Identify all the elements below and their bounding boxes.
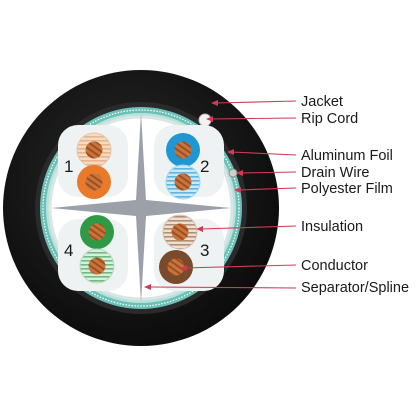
leader-separator-spline-arrowhead — [144, 284, 151, 290]
leader-rip-cord — [209, 117, 297, 120]
pair-number-3: 3 — [200, 241, 209, 260]
callout-drain-wire: Drain Wire — [301, 165, 369, 181]
shield-mesh-ring — [42, 109, 240, 307]
pair-3 — [159, 214, 198, 284]
leader-insulation — [199, 225, 297, 230]
pair-3-stripe-wire-conductor — [171, 223, 189, 241]
pair-4-stripe-wire-conductor — [88, 257, 106, 275]
callout-rip-cord: Rip Cord — [301, 111, 358, 127]
pair-1 — [76, 132, 112, 199]
leader-rip-cord-arrowhead — [206, 116, 213, 122]
pair-2-solid-wire-conductor — [174, 141, 192, 159]
leader-conductor — [183, 264, 297, 269]
leader-drain-wire — [239, 171, 297, 174]
pair-4 — [79, 215, 115, 284]
leader-separator-spline — [147, 286, 297, 289]
callout-aluminum-foil: Aluminum Foil — [301, 148, 393, 164]
leader-jacket — [214, 100, 297, 104]
drain-wire — [228, 168, 238, 178]
leader-jacket-arrowhead — [211, 100, 218, 106]
callout-separator-spline: Separator/Spline — [301, 280, 409, 296]
pair-number-1: 1 — [64, 157, 73, 176]
pair-1-solid-wire-conductor — [85, 173, 103, 191]
callout-conductor: Conductor — [301, 258, 368, 274]
leader-lines — [144, 100, 297, 290]
leader-conductor-arrowhead — [180, 265, 187, 271]
pair-1-stripe-wire-conductor — [85, 141, 103, 159]
separator-spline — [51, 113, 231, 303]
pair-2 — [165, 133, 201, 200]
callout-jacket: Jacket — [301, 94, 343, 110]
leader-aluminum-foil-arrowhead — [227, 149, 234, 155]
leader-polyester-film-arrowhead — [234, 187, 241, 193]
pair-number-2: 2 — [200, 157, 209, 176]
leader-insulation-arrowhead — [196, 226, 203, 232]
callout-insulation: Insulation — [301, 219, 363, 235]
pair-3-solid-wire-conductor — [167, 258, 185, 276]
pair-4-solid-wire-conductor — [88, 223, 106, 241]
leader-aluminum-foil — [230, 151, 297, 156]
leader-drain-wire-arrowhead — [236, 170, 243, 176]
leader-polyester-film — [237, 187, 297, 191]
pair-2-stripe-wire-conductor — [174, 173, 192, 191]
pair-number-4: 4 — [64, 241, 73, 260]
callout-polyester-film: Polyester Film — [301, 181, 393, 197]
